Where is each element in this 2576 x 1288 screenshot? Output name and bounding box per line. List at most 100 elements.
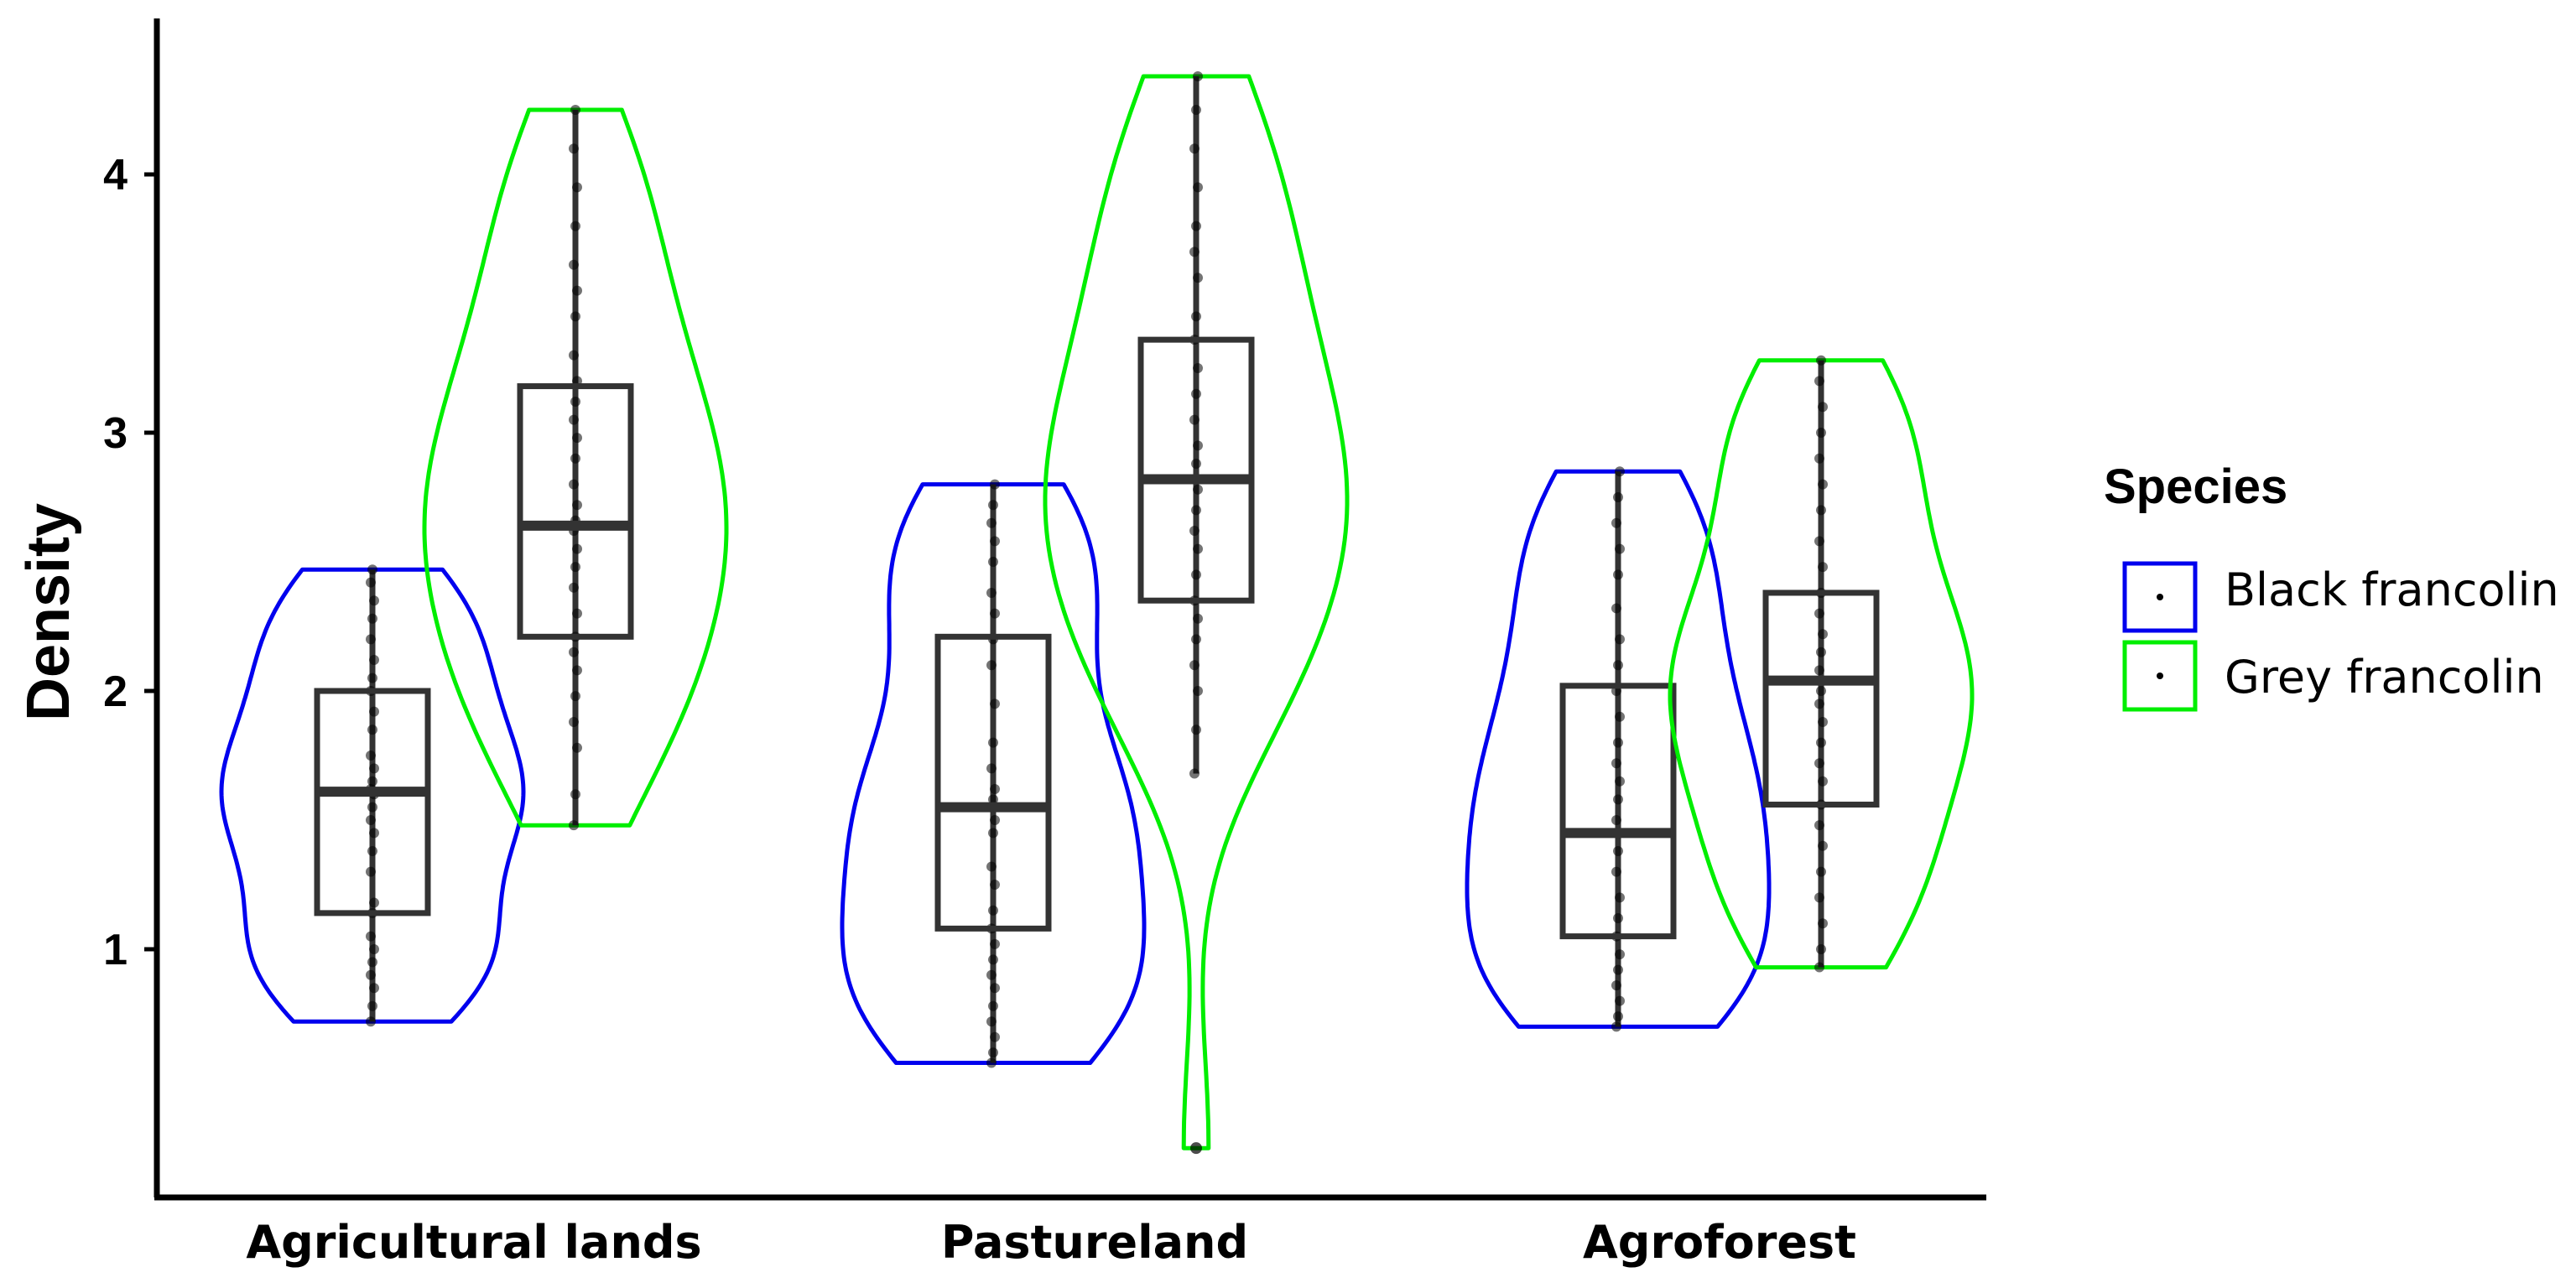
point-grey-francolin-agricultural-lands-17 (572, 433, 582, 444)
point-black-francolin-agricultural-lands-10 (367, 845, 377, 856)
violin-black-francolin-agricultural-lands (219, 567, 526, 1024)
point-black-francolin-pastureland-6 (986, 969, 997, 980)
point-black-francolin-agricultural-lands-1 (367, 1000, 377, 1011)
x-tick-label-pastureland: Pastureland (941, 1216, 1248, 1269)
point-black-francolin-agroforest-25 (1613, 492, 1623, 502)
box-black-francolin-pastureland (934, 633, 1052, 932)
point-black-francolin-agricultural-lands-13 (367, 802, 377, 813)
point-black-francolin-pastureland-21 (986, 660, 997, 671)
point-black-francolin-agricultural-lands-11 (369, 828, 379, 839)
point-black-francolin-pastureland-23 (990, 608, 1000, 619)
point-black-francolin-agricultural-lands-24 (366, 634, 376, 645)
point-grey-francolin-pastureland-23 (1193, 182, 1203, 193)
point-grey-francolin-pastureland-3 (1189, 660, 1200, 671)
point-black-francolin-agricultural-lands-25 (367, 613, 377, 624)
point-grey-francolin-pastureland-20 (1193, 273, 1203, 283)
point-black-francolin-pastureland-24 (986, 587, 997, 598)
point-grey-francolin-agroforest-18 (1814, 608, 1824, 619)
point-grey-francolin-pastureland-26 (1193, 70, 1203, 81)
point-black-francolin-pastureland-28 (988, 500, 998, 511)
point-black-francolin-agroforest-16 (1613, 737, 1623, 748)
point-black-francolin-agroforest-26 (1615, 466, 1625, 477)
point-grey-francolin-agroforest-10 (1816, 737, 1826, 748)
violin-black-francolin-pastureland (840, 482, 1147, 1065)
violin-grey-francolin-agricultural-lands (422, 107, 729, 828)
point-grey-francolin-agricultural-lands-2 (572, 742, 582, 753)
point-black-francolin-agricultural-lands-0 (366, 1016, 376, 1027)
point-grey-francolin-pastureland-10 (1191, 505, 1201, 516)
violin-black-francolin-agroforest (1465, 469, 1772, 1029)
point-grey-francolin-agricultural-lands-16 (570, 453, 580, 464)
point-black-francolin-agroforest-14 (1615, 776, 1625, 787)
point-grey-francolin-agricultural-lands-14 (572, 500, 582, 511)
point-grey-francolin-agroforest-22 (1816, 505, 1826, 516)
y-tick-label-2: 2 (103, 667, 127, 716)
point-black-francolin-agroforest-2 (1615, 995, 1625, 1006)
point-grey-francolin-pastureland-1 (1191, 724, 1201, 735)
point-grey-francolin-agricultural-lands-1 (570, 789, 580, 800)
point-grey-francolin-pastureland-8 (1193, 543, 1203, 554)
box-black-francolin-agricultural-lands (314, 688, 431, 917)
point-black-francolin-agricultural-lands-22 (367, 673, 377, 683)
point-grey-francolin-agroforest-25 (1816, 428, 1826, 438)
point-grey-francolin-agricultural-lands-8 (572, 608, 582, 619)
point-grey-francolin-agroforest-2 (1818, 918, 1828, 929)
point-black-francolin-agricultural-lands-23 (369, 655, 379, 666)
point-black-francolin-agricultural-lands-8 (369, 897, 379, 908)
point-grey-francolin-agroforest-17 (1818, 629, 1828, 640)
point-grey-francolin-agricultural-lands-23 (572, 285, 582, 296)
point-black-francolin-agricultural-lands-12 (366, 815, 376, 825)
point-grey-francolin-agricultural-lands-19 (570, 397, 580, 408)
legend-label-black-francolin: Black francolin (2225, 564, 2559, 616)
point-grey-francolin-agricultural-lands-25 (570, 221, 580, 231)
point-grey-francolin-agricultural-lands-0 (569, 820, 579, 831)
point-black-francolin-agroforest-15 (1611, 758, 1621, 769)
point-black-francolin-agricultural-lands-3 (366, 969, 376, 980)
point-grey-francolin-agroforest-27 (1814, 376, 1824, 387)
point-black-francolin-agricultural-lands-5 (369, 944, 379, 954)
point-grey-francolin-pastureland-7 (1191, 569, 1201, 580)
point-black-francolin-agricultural-lands-26 (369, 595, 379, 606)
point-grey-francolin-agricultural-lands-5 (572, 665, 582, 676)
point-black-francolin-agricultural-lands-6 (366, 931, 376, 942)
violin-grey-francolin-pastureland (1043, 74, 1350, 1150)
point-grey-francolin-pastureland-13 (1191, 458, 1201, 469)
point-black-francolin-pastureland-4 (988, 1000, 998, 1011)
point-black-francolin-agroforest-21 (1611, 603, 1621, 614)
y-tick-label-3: 3 (103, 409, 127, 458)
point-grey-francolin-agroforest-4 (1816, 866, 1826, 877)
point-grey-francolin-agricultural-lands-9 (569, 582, 579, 593)
point-grey-francolin-agroforest-24 (1814, 453, 1824, 464)
point-black-francolin-pastureland-29 (990, 479, 1000, 490)
point-black-francolin-agroforest-10 (1613, 845, 1623, 856)
point-grey-francolin-pastureland-25 (1191, 105, 1201, 115)
point-grey-francolin-agricultural-lands-22 (570, 311, 580, 322)
legend-key-dot-black-francolin (2157, 594, 2163, 600)
point-black-francolin-pastureland-5 (990, 983, 1000, 994)
point-grey-francolin-agricultural-lands-15 (569, 479, 579, 490)
point-black-francolin-agroforest-7 (1613, 913, 1623, 924)
point-black-francolin-pastureland-16 (988, 794, 998, 805)
point-black-francolin-pastureland-18 (986, 763, 997, 774)
point-black-francolin-pastureland-2 (990, 1031, 1000, 1042)
point-black-francolin-agroforest-23 (1615, 543, 1625, 554)
point-grey-francolin-pastureland-4 (1191, 634, 1201, 645)
point-grey-francolin-agroforest-26 (1818, 402, 1828, 413)
legend-key-dot-grey-francolin (2157, 673, 2163, 679)
y-axis-title: Density (15, 503, 82, 721)
point-grey-francolin-agroforest-15 (1814, 665, 1824, 676)
point-black-francolin-pastureland-11 (990, 880, 1000, 890)
point-black-francolin-agricultural-lands-2 (369, 983, 379, 994)
point-grey-francolin-agroforest-9 (1814, 758, 1824, 769)
plot-area (219, 70, 1975, 1155)
point-grey-francolin-agroforest-3 (1814, 892, 1824, 903)
point-grey-francolin-agroforest-23 (1818, 479, 1828, 490)
point-black-francolin-agroforest-1 (1613, 1011, 1623, 1022)
point-grey-francolin-agricultural-lands-4 (570, 691, 580, 702)
point-black-francolin-pastureland-12 (986, 861, 997, 872)
point-grey-francolin-agricultural-lands-27 (569, 143, 579, 154)
point-black-francolin-agroforest-24 (1611, 517, 1621, 528)
point-grey-francolin-pastureland-2 (1193, 686, 1203, 696)
point-grey-francolin-pastureland-17 (1193, 363, 1203, 373)
